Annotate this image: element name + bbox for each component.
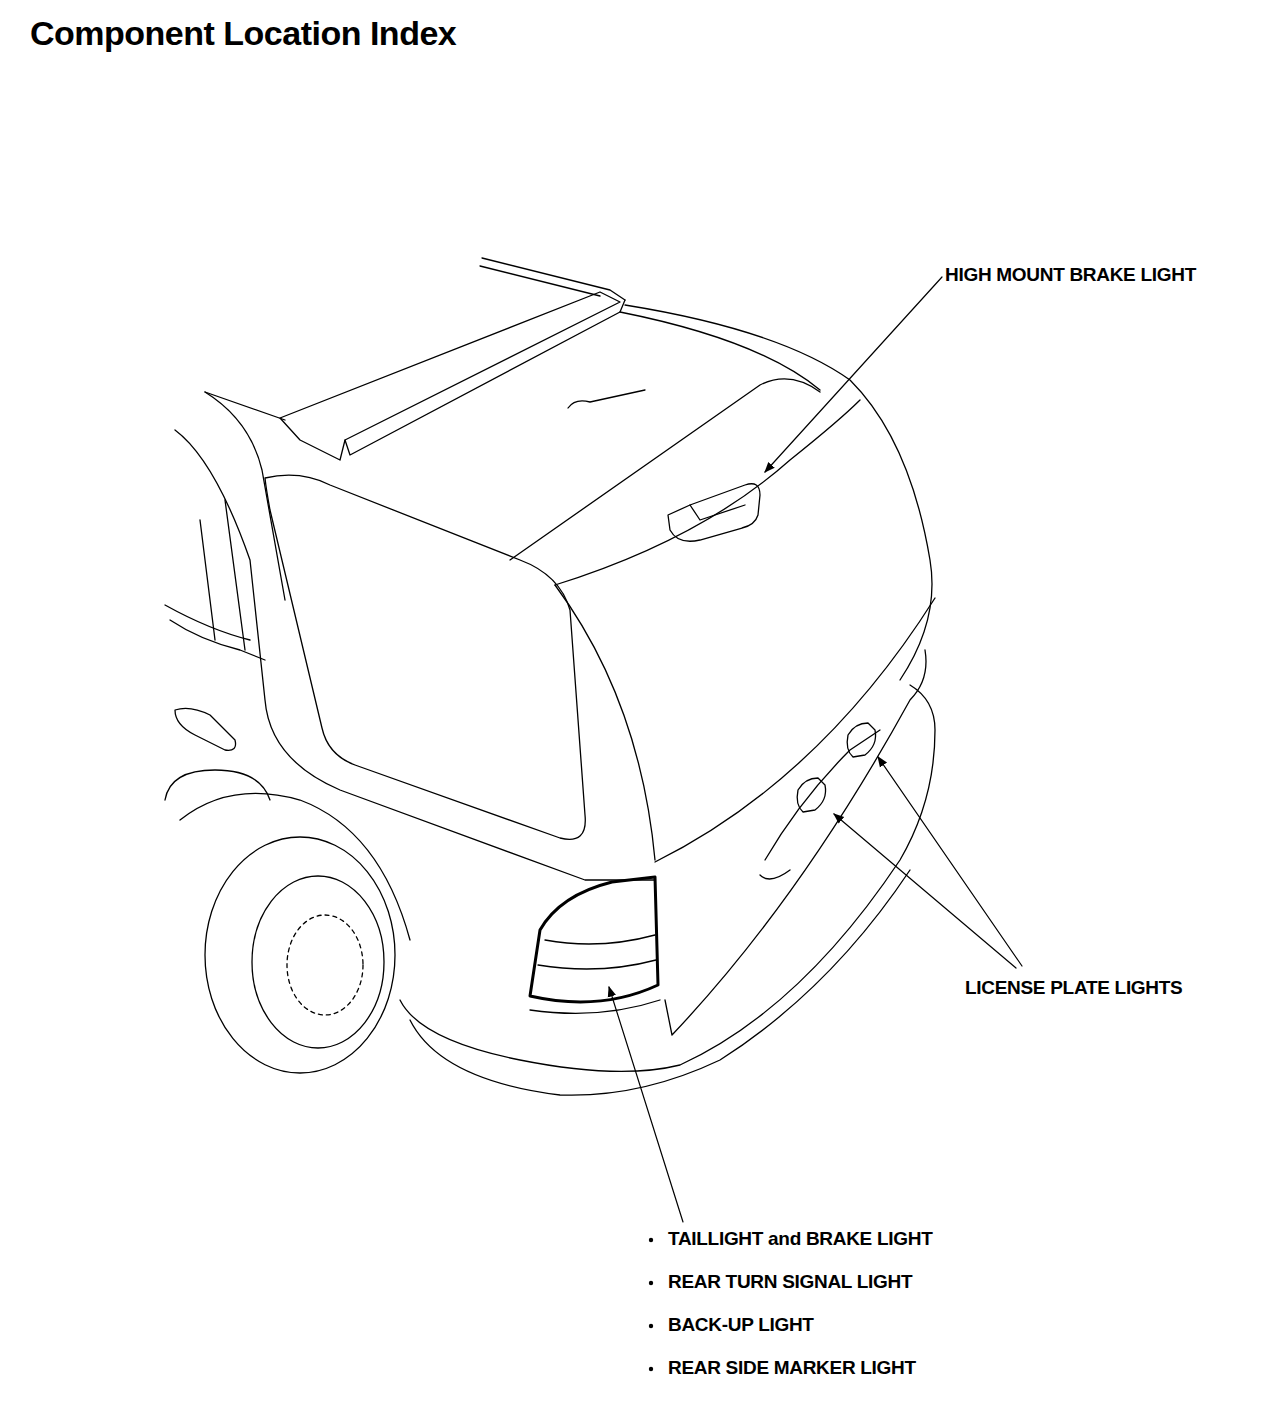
- plate-recess: [760, 730, 880, 879]
- quarter-window: [265, 475, 585, 839]
- bumper-lower: [410, 870, 910, 1095]
- part-label: REAR TURN SIGNAL LIGHT: [668, 1271, 912, 1293]
- taillight: [530, 877, 658, 1002]
- part-label: TAILLIGHT and BRAKE LIGHT: [668, 1228, 932, 1250]
- roof-rail: [480, 266, 600, 296]
- hatch-side: [555, 585, 655, 860]
- roof-line: [205, 392, 285, 420]
- license-plate-light: [797, 778, 825, 812]
- hatch-glass-top: [510, 379, 820, 560]
- hatch-outline: [625, 305, 932, 680]
- roof-edge: [620, 312, 820, 390]
- bullet: [649, 1238, 653, 1242]
- bumper-top: [530, 1000, 660, 1013]
- part-label: BACK-UP LIGHT: [668, 1314, 814, 1336]
- spoiler-edge: [345, 300, 625, 455]
- bullet: [649, 1281, 653, 1285]
- rear-tire: [205, 837, 395, 1073]
- leader-line: [878, 757, 1022, 966]
- door-handle: [175, 708, 236, 750]
- rear-bumper: [400, 685, 935, 1071]
- body-side: [175, 430, 655, 880]
- page-title: Component Location Index: [30, 14, 456, 53]
- rear-wheel: [252, 876, 384, 1048]
- c-pillar: [205, 392, 285, 600]
- belt-line: [170, 620, 265, 660]
- wheel-hub: [287, 915, 363, 1015]
- leader-line: [834, 814, 1016, 968]
- high-mount-brake-light: [668, 484, 760, 542]
- taillight-lens: [538, 935, 656, 969]
- rear-wiper: [568, 390, 645, 408]
- hatch-lower: [665, 650, 926, 1035]
- license-plate-light: [847, 723, 875, 757]
- leader-line: [609, 987, 683, 1222]
- part-label: LICENSE PLATE LIGHTS: [965, 977, 1182, 999]
- bullet: [649, 1324, 653, 1328]
- door-line: [165, 605, 250, 640]
- hatch-glass-edge: [555, 400, 860, 585]
- b-pillar: [200, 500, 245, 650]
- part-label: REAR SIDE MARKER LIGHT: [668, 1357, 916, 1379]
- bullet: [649, 1367, 653, 1371]
- part-label: HIGH MOUNT BRAKE LIGHT: [945, 264, 1196, 286]
- spoiler: [280, 292, 620, 460]
- door-arch: [165, 770, 270, 800]
- leader-line: [765, 277, 942, 472]
- light-lens: [690, 505, 745, 520]
